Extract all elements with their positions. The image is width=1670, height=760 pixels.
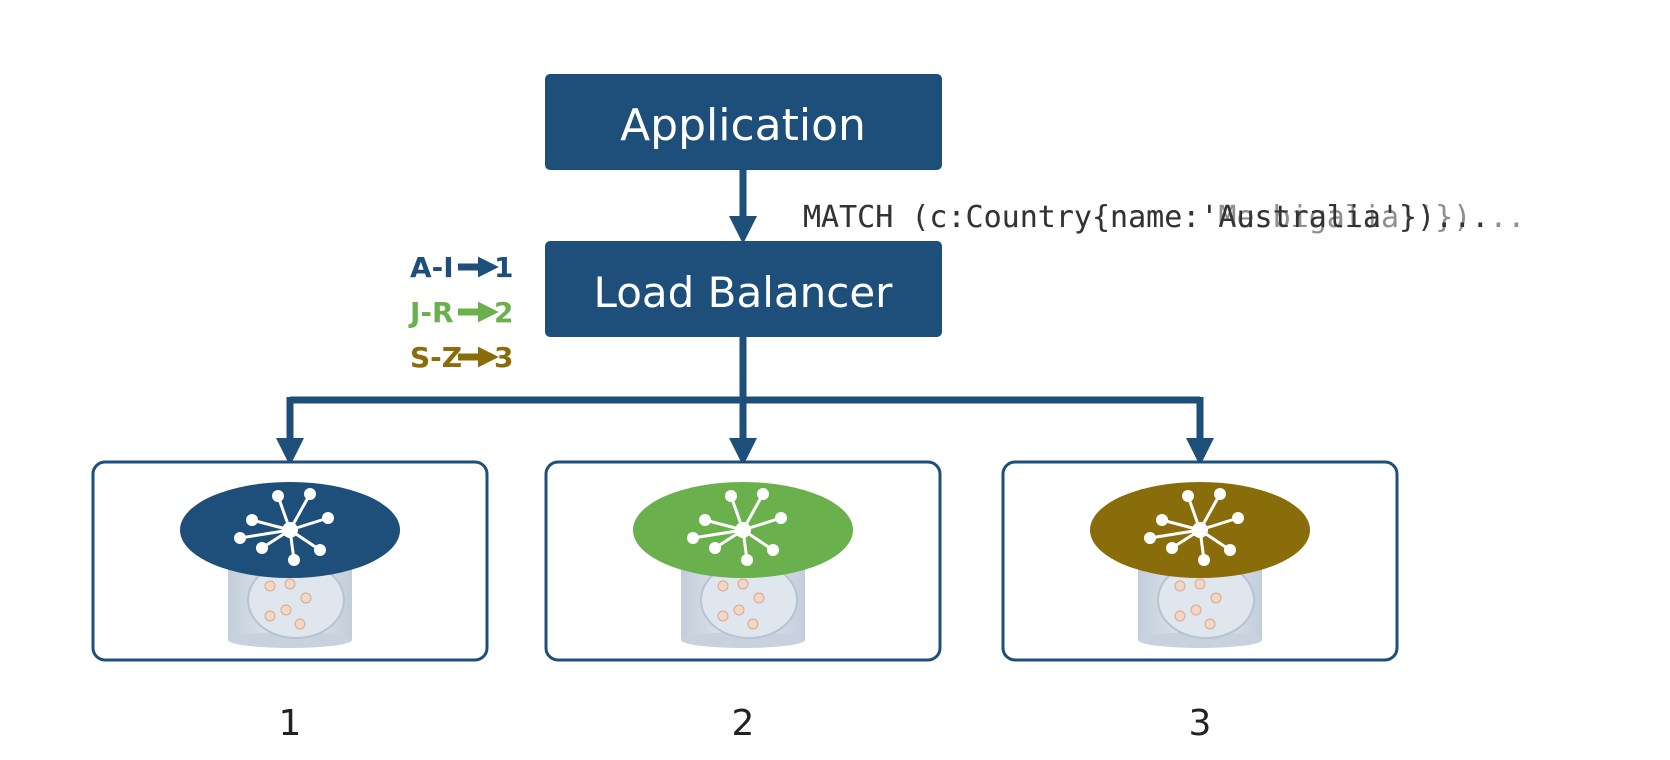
shard-1: 1	[91, 460, 489, 744]
query-overlay-text: MATCH (c:Country{name:'Mesbigalia!'})...	[803, 200, 1525, 235]
rule-target: 1	[494, 251, 513, 284]
rule-range: J-R	[408, 296, 454, 329]
application-label: Application	[620, 100, 866, 151]
query-text: MATCH (c:Country{name:'Australia'})...	[803, 200, 1489, 235]
shard-label: 3	[1189, 703, 1212, 744]
graph-network-icon	[633, 482, 853, 578]
rule-range: A-I	[410, 251, 454, 284]
rule-target: 2	[494, 296, 513, 329]
routing-rules: A-I 1J-R 2S-Z 3	[408, 251, 513, 374]
load-balancer-node: Load Balancer	[545, 241, 942, 337]
application-node: Application	[545, 74, 942, 170]
shard-2: 2	[544, 460, 942, 744]
rule-target: 3	[494, 341, 513, 374]
database-cylinder-icon	[228, 560, 352, 648]
routing-rule: J-R 2	[408, 296, 513, 329]
rule-range: S-Z	[410, 341, 462, 374]
routing-rule: S-Z 3	[410, 341, 513, 374]
routing-rule: A-I 1	[410, 251, 513, 284]
shard-3: 3	[1001, 460, 1399, 744]
graph-network-icon	[1090, 482, 1310, 578]
shard-label: 1	[279, 703, 302, 744]
shards: 1 2 3	[91, 460, 1399, 744]
shard-label: 2	[732, 703, 755, 744]
load-balancer-label: Load Balancer	[594, 268, 894, 317]
query-statement: MATCH (c:Country{name:'Mesbigalia!'})...…	[803, 200, 1525, 235]
graph-network-icon	[180, 482, 400, 578]
lb-connectors	[276, 337, 1214, 466]
